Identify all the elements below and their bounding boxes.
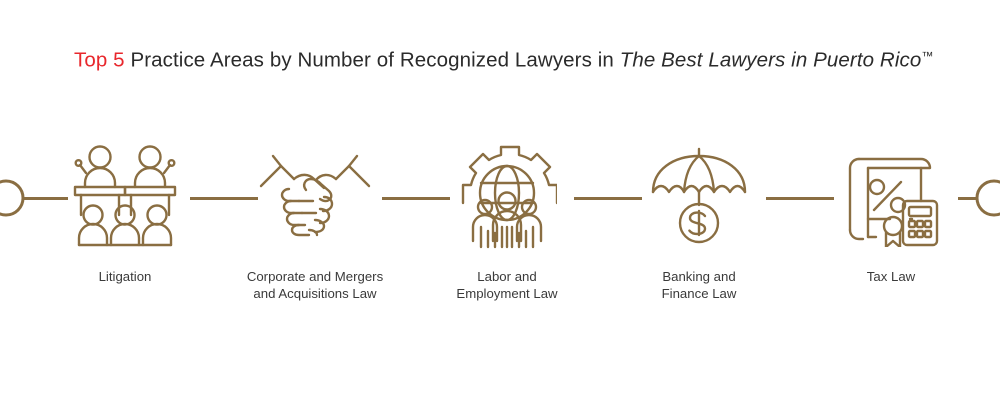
handshake-icon — [220, 140, 410, 250]
page-title: Top 5 Practice Areas by Number of Recogn… — [74, 43, 933, 74]
umbrella-dollar-icon — [604, 140, 794, 250]
circle-endcap-right — [975, 179, 1000, 217]
connector-3-4 — [574, 197, 642, 200]
flow-node-tax-law[interactable]: Tax Law — [796, 140, 986, 310]
connector-right-edge — [958, 197, 978, 200]
gear-globe-people-icon — [412, 140, 602, 250]
title-publication: The Best Lawyers in Puerto Rico — [619, 48, 922, 72]
flow-node-labor-employment[interactable]: Labor and Employment Law — [412, 140, 602, 310]
flow-node-label: Banking and Finance Law — [661, 269, 737, 301]
connector-1-2 — [190, 197, 258, 200]
flow-node-corporate-ma[interactable]: Corporate and Mergers and Acquisitions L… — [220, 140, 410, 310]
flow-node-label: Litigation — [98, 269, 152, 284]
practice-area-flow: Litigation — [0, 140, 1000, 310]
flow-node-label: Labor and Employment Law — [456, 269, 558, 301]
connector-2-3 — [382, 197, 450, 200]
title-accent: Top 5 — [74, 48, 125, 72]
title-middle: Practice Areas by Number of Recognized L… — [124, 48, 620, 72]
connector-4-5 — [766, 197, 834, 200]
flow-node-label: Corporate and Mergers and Acquisitions L… — [246, 269, 384, 301]
flow-node-banking-finance[interactable]: Banking and Finance Law — [604, 140, 794, 310]
scroll-calculator-icon — [796, 140, 986, 250]
courtroom-icon — [30, 140, 220, 250]
flow-node-litigation[interactable]: Litigation — [30, 140, 220, 310]
connector-left-edge — [22, 197, 68, 200]
flow-node-label: Tax Law — [866, 269, 916, 284]
trademark-symbol: ™ — [921, 49, 934, 63]
